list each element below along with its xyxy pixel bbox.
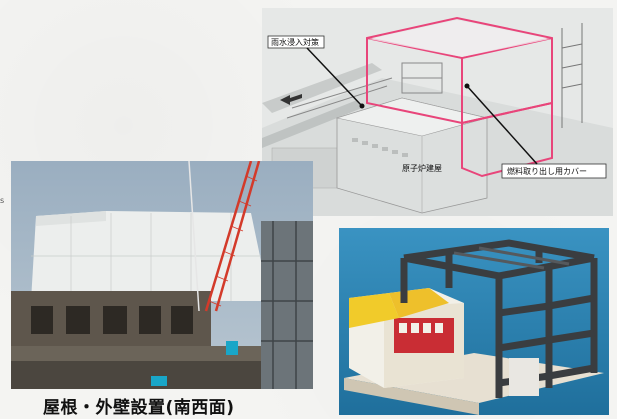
rain-label-box — [267, 35, 325, 49]
page-mark: s — [0, 196, 5, 205]
structure-model — [339, 228, 609, 415]
crane-icon — [204, 161, 261, 312]
illustration-svg: 雨水浸入対策 原子炉建屋 燃料取り出し用カバー — [262, 8, 613, 216]
construction-photo — [11, 161, 313, 389]
photo-caption: 屋根・外壁設置(南西面) — [43, 398, 235, 418]
yellow-section — [349, 293, 399, 328]
cover-illustration: 雨水浸入対策 原子炉建屋 燃料取り出し用カバー — [262, 8, 613, 216]
arrow-left-icon — [280, 94, 302, 105]
cover-label: 燃料取り出し用カバー — [507, 166, 587, 176]
cover-frame — [400, 239, 598, 398]
cover-label-box — [501, 163, 607, 179]
rain-label: 雨水浸入対策 — [271, 37, 319, 47]
reactor-label: 原子炉建屋 — [402, 163, 442, 173]
model-svg — [339, 228, 609, 415]
photo-svg — [11, 161, 313, 389]
